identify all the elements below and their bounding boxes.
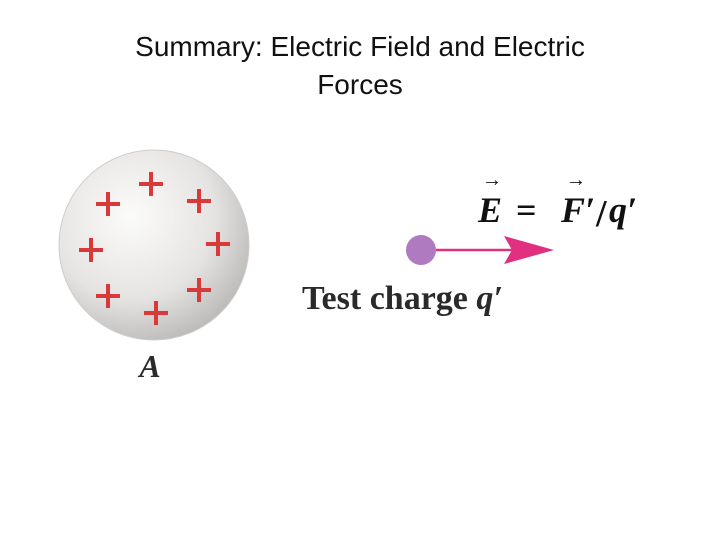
formula-equals: = xyxy=(516,190,537,230)
test-charge-dot xyxy=(406,235,436,265)
force-arrow-head xyxy=(504,236,554,264)
plus-charge-icon xyxy=(144,301,168,325)
plus-charge-icon xyxy=(96,284,120,308)
test-charge-text: Test charge xyxy=(302,280,476,317)
formula-denominator: q′ xyxy=(609,190,637,230)
test-charge-symbol: q′ xyxy=(476,280,503,317)
plus-charge-icon xyxy=(79,238,103,262)
plus-charge-icon xyxy=(206,232,230,256)
formula-lhs: E xyxy=(477,190,502,230)
formula-slash: / xyxy=(595,193,607,235)
slide-title: Summary: Electric Field and Electric For… xyxy=(0,28,720,104)
plus-charge-icon xyxy=(187,189,211,213)
sphere-charges xyxy=(79,172,230,325)
plus-charge-icon xyxy=(96,192,120,216)
formula-arrow-f: → xyxy=(566,169,586,191)
plus-charge-icon xyxy=(187,278,211,302)
title-line2: Forces xyxy=(317,69,403,100)
plus-charge-icon xyxy=(139,172,163,196)
formula-numerator: F′ xyxy=(560,190,595,230)
title-prefix: Summary: xyxy=(135,31,271,62)
field-formula: → E = → F′ / q′ xyxy=(477,169,637,235)
sphere-label: A xyxy=(137,348,160,384)
title-line1: Electric Field and Electric xyxy=(270,31,585,62)
formula-arrow-e: → xyxy=(482,169,502,191)
test-charge-label: Test charge q′ xyxy=(302,280,503,317)
